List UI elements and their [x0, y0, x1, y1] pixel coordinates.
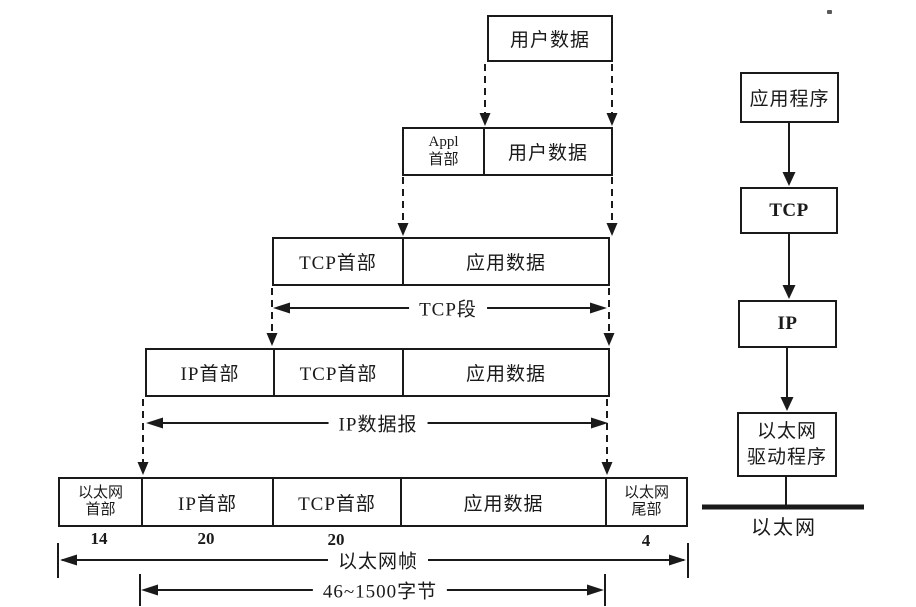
app-data-cell: 应用数据: [400, 479, 605, 525]
dashed-arrow-row4-right: [601, 399, 613, 475]
tcp-box: TCP: [740, 187, 838, 234]
ethernet-label: 以太网: [751, 517, 817, 539]
ethernet-header-cell: 以太网 首部: [77, 484, 123, 518]
app-data-cell: 应用数据: [402, 350, 608, 395]
ip-datagram-span-label: IP数据报: [328, 409, 428, 437]
arrow-tcp-to-ip: [782, 234, 796, 299]
dashed-arrow-row1-left: [479, 64, 491, 126]
tcp-header-bytes: 20: [327, 530, 345, 549]
ethernet-frame-box: 以太网 首部 IP首部 TCP首部 应用数据 以太网 尾部: [58, 477, 688, 527]
ethernet-header-bytes: 14: [90, 529, 108, 548]
dashed-arrow-row2-right: [606, 177, 618, 236]
ip-datagram-box: IP首部 TCP首部 应用数据: [145, 348, 610, 397]
tcp-segment-box: TCP首部 应用数据: [272, 237, 610, 286]
dashed-arrow-row4-left: [137, 399, 149, 475]
ip-header-cell: IP首部: [180, 364, 240, 385]
tcp-header-cell: TCP首部: [272, 479, 400, 525]
ethernet-frame-span-label: 以太网帧: [327, 546, 429, 574]
arrow-application-to-tcp: [782, 123, 796, 186]
dashed-arrow-row1-right: [606, 64, 618, 126]
dashed-arrow-row3-left: [266, 288, 278, 346]
scan-artifact-dot: [827, 10, 832, 14]
appl-message-box: Appl 首部 用户数据: [402, 127, 613, 176]
ethernet-driver-box: 以太网 驱动程序: [737, 412, 837, 477]
tcp-header-cell: TCP首部: [299, 253, 377, 274]
payload-range-span-label: 46~1500字节: [312, 576, 448, 604]
ip-header-cell: IP首部: [141, 479, 272, 525]
ethernet-trailer-cell: 以太网 尾部: [605, 479, 686, 525]
arrow-ip-to-driver: [780, 348, 794, 411]
appl-header-cell: Appl 首部: [428, 134, 459, 168]
tcp-segment-span-label: TCP段: [409, 294, 487, 322]
dashed-arrow-row2-left: [397, 177, 409, 236]
dashed-arrow-row3-right: [603, 288, 615, 346]
user-data-cell: 用户数据: [483, 129, 611, 174]
tcp-header-cell: TCP首部: [273, 350, 402, 395]
ip-header-bytes: 20: [197, 529, 215, 548]
ethernet-trailer-bytes: 4: [641, 531, 651, 550]
user-data-box: 用户数据: [487, 15, 613, 62]
ip-box: IP: [738, 300, 837, 348]
user-data-label: 用户数据: [509, 30, 590, 51]
application-box: 应用程序: [740, 72, 839, 123]
app-data-cell: 应用数据: [402, 239, 608, 284]
